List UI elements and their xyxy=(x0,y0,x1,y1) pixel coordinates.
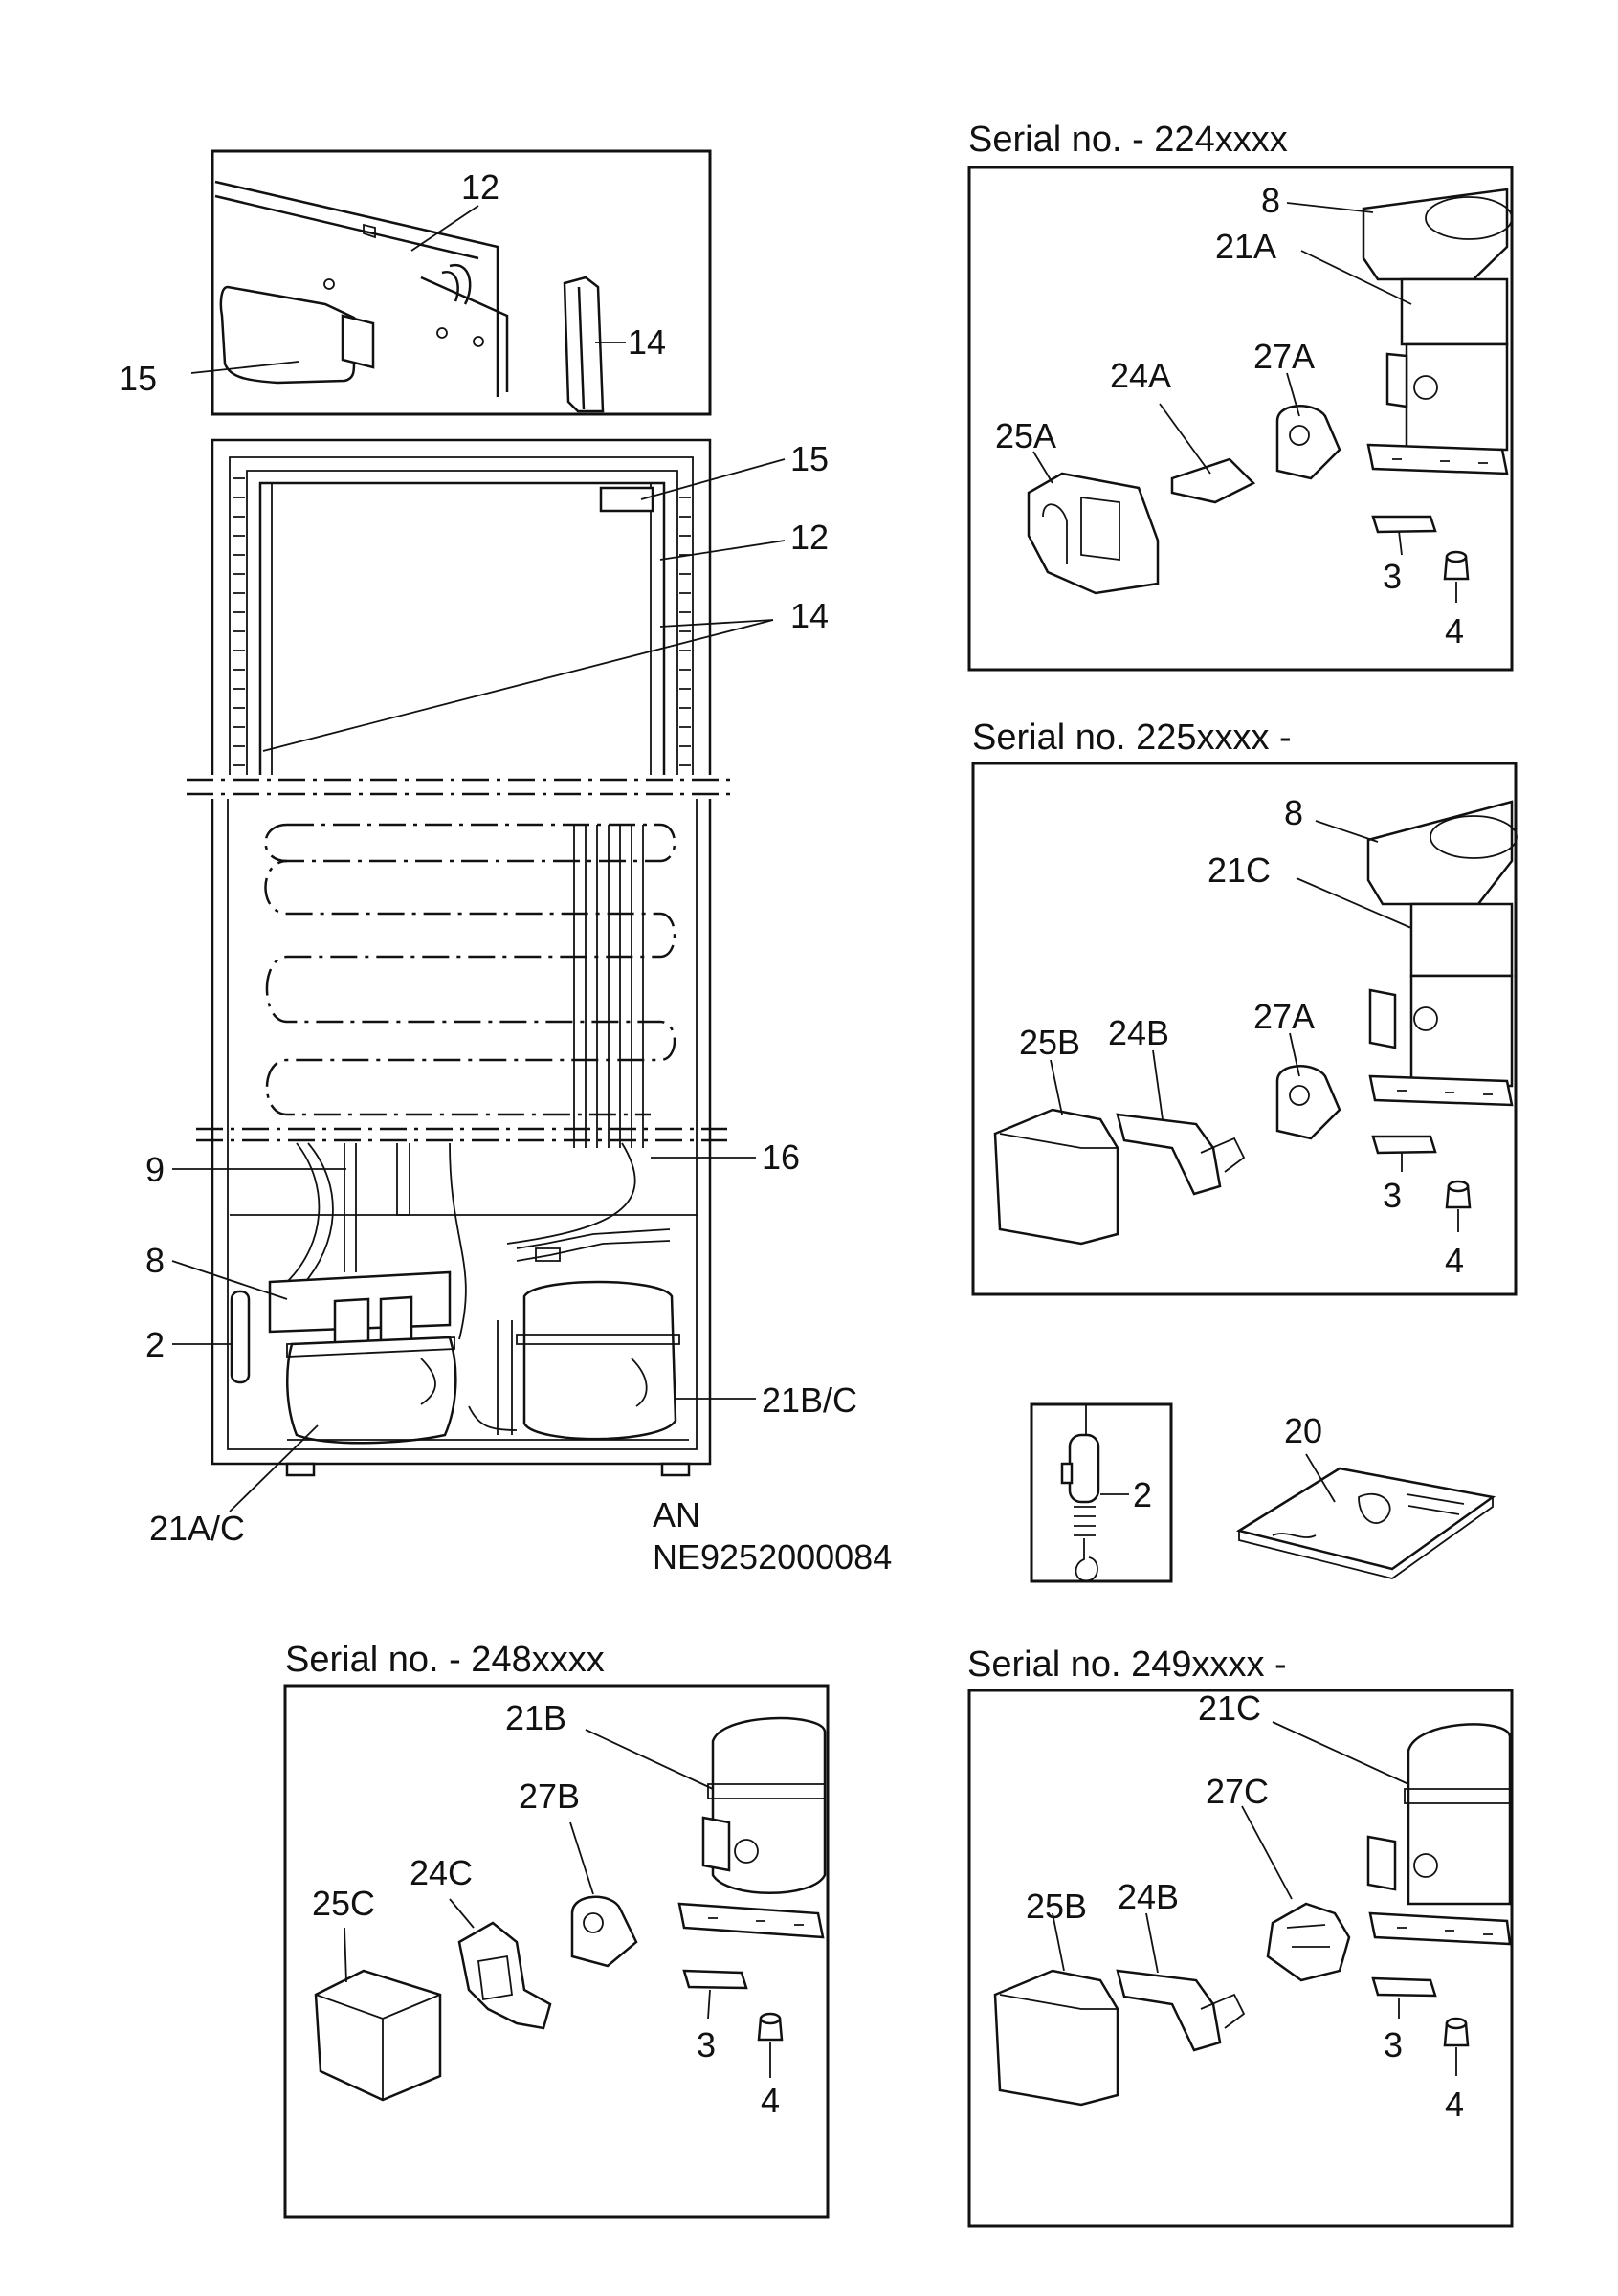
clip-3 xyxy=(682,1969,748,1990)
door-seal-left xyxy=(233,477,245,766)
label-27c: 27C xyxy=(1206,1772,1269,1811)
panel-serial-248 xyxy=(283,1684,830,2219)
label-14: 14 xyxy=(628,322,666,362)
label-4: 4 xyxy=(1445,2085,1464,2124)
relay-27a xyxy=(1275,1065,1341,1140)
label-3: 3 xyxy=(1383,1176,1402,1215)
thermostat-box xyxy=(1030,1402,1173,1583)
relay-27a xyxy=(1275,405,1341,480)
label-3: 3 xyxy=(1384,2025,1403,2064)
panel-serial-225 xyxy=(971,762,1518,1296)
clip-3 xyxy=(1371,515,1437,534)
label-8: 8 xyxy=(1284,793,1303,832)
panel-248-leaders xyxy=(344,1729,771,2078)
thermostat-capillary xyxy=(230,1290,251,1384)
label-21c: 21C xyxy=(1198,1689,1261,1728)
label-21b-c: 21B/C xyxy=(762,1380,857,1420)
label-4: 4 xyxy=(761,2081,780,2120)
label-24a: 24A xyxy=(1110,356,1171,395)
cover-25b xyxy=(993,1969,1119,2107)
panel-249-leaders xyxy=(1052,1721,1457,2076)
bracket-24b xyxy=(1116,1113,1222,1196)
panel-serial-249 xyxy=(967,1689,1514,2228)
condenser-coil xyxy=(264,823,676,1148)
label-24b: 24B xyxy=(1118,1877,1179,1916)
label-2: 2 xyxy=(1133,1475,1152,1514)
label-8: 8 xyxy=(145,1241,165,1280)
cover-25c xyxy=(314,1969,442,2102)
label-8: 8 xyxy=(1261,181,1280,220)
fridge-cabinet-upper xyxy=(187,438,737,782)
clip-3 xyxy=(1371,1976,1437,1998)
label-27a: 27A xyxy=(1253,337,1315,376)
label-21a: 21A xyxy=(1215,227,1276,266)
label-15: 15 xyxy=(790,439,829,478)
label-2: 2 xyxy=(145,1325,165,1364)
label-27a: 27A xyxy=(1253,997,1315,1036)
main-upper-leaders xyxy=(262,458,786,752)
cover-25a xyxy=(1027,472,1160,595)
panel-serial-224 xyxy=(967,166,1514,672)
label-14: 14 xyxy=(790,596,829,635)
label-3: 3 xyxy=(697,2025,716,2064)
fridge-cabinet-back xyxy=(187,792,737,1477)
inset-leader-lines xyxy=(190,205,626,374)
compressor-21b xyxy=(522,1280,677,1441)
door-seal-right xyxy=(679,497,691,766)
compressor-21a xyxy=(1400,277,1509,346)
label-4: 4 xyxy=(1445,1241,1464,1280)
bracket-24a xyxy=(1170,457,1256,504)
label-27b: 27B xyxy=(519,1777,580,1816)
cover-25b xyxy=(993,1108,1119,1246)
bracket-24b xyxy=(1116,1969,1222,2052)
label-21b: 21B xyxy=(505,1698,566,1737)
document-code-line2: NE9252000084 xyxy=(653,1537,892,1577)
header-serial-225: Serial no. 225xxxx - xyxy=(972,718,1292,758)
clip-3 xyxy=(1371,1135,1437,1155)
label-12: 12 xyxy=(790,518,829,557)
label-25b: 25B xyxy=(1019,1023,1080,1062)
instruction-manual-20 xyxy=(1235,1453,1496,1579)
label-24b: 24B xyxy=(1108,1013,1169,1052)
label-15: 15 xyxy=(119,359,157,398)
cover-8 xyxy=(1362,188,1509,281)
main-lower-leaders xyxy=(171,1157,756,1512)
panel-225-leaders xyxy=(1050,820,1459,1232)
panel-224-leaders xyxy=(1032,202,1457,603)
compressor-21c xyxy=(1409,902,1514,978)
compressor-21c xyxy=(1407,1723,1512,1906)
header-serial-249: Serial no. 249xxxx - xyxy=(967,1645,1287,1685)
relay-27c xyxy=(1266,1902,1351,1982)
label-21a-c: 21A/C xyxy=(149,1509,245,1548)
document-code-line1: AN xyxy=(653,1495,700,1534)
label-9: 9 xyxy=(145,1150,165,1189)
inset-panel-door xyxy=(211,149,712,416)
label-12: 12 xyxy=(461,167,499,207)
label-3: 3 xyxy=(1383,557,1402,596)
label-20: 20 xyxy=(1284,1411,1322,1450)
label-21c: 21C xyxy=(1208,850,1271,890)
label-25c: 25C xyxy=(312,1884,375,1923)
relay-27b xyxy=(570,1895,638,1968)
label-25a: 25A xyxy=(995,416,1056,455)
header-serial-248: Serial no. - 248xxxx xyxy=(285,1640,605,1680)
label-4: 4 xyxy=(1445,611,1464,651)
bracket-24c xyxy=(457,1921,552,2030)
label-16: 16 xyxy=(762,1137,800,1177)
compressor-21a xyxy=(286,1336,457,1445)
label-25b: 25B xyxy=(1026,1887,1087,1926)
header-serial-224: Serial no. - 224xxxx xyxy=(968,120,1288,160)
compressor-21b xyxy=(711,1716,827,1894)
label-24c: 24C xyxy=(410,1853,473,1892)
